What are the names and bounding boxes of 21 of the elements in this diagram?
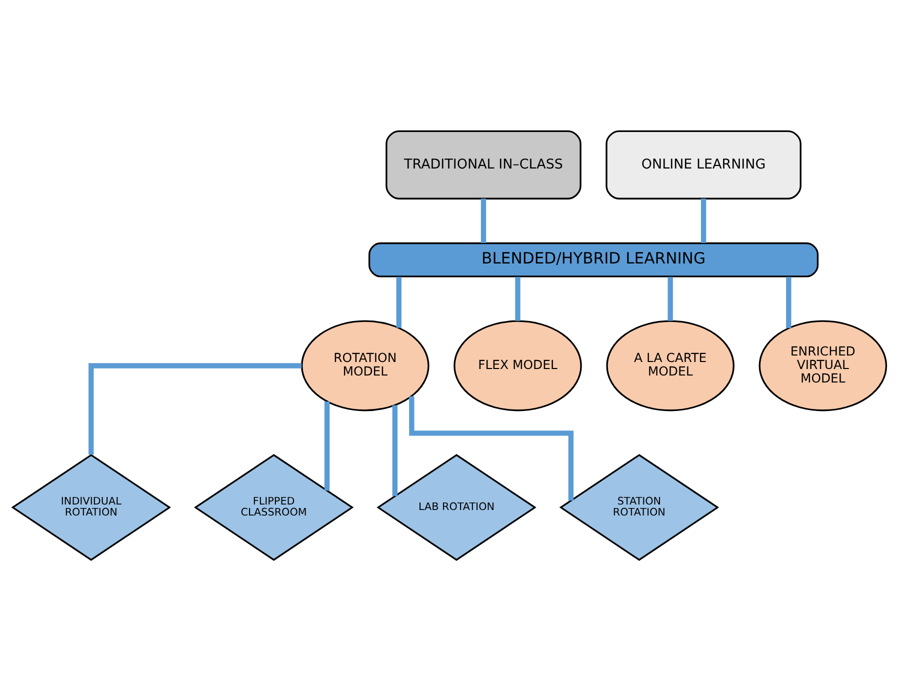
connector: [668, 276, 673, 320]
connector: [392, 404, 398, 496]
node-diamond: STATION ROTATION: [559, 454, 720, 560]
connector: [480, 198, 486, 242]
node-diamond: INDIVIDUAL ROTATION: [11, 454, 171, 560]
node-ellipse: A LA CARTE MODEL: [606, 320, 734, 411]
node-ellipse: ROTATION MODEL: [301, 320, 430, 411]
connector: [396, 276, 402, 328]
node-diamond: FLIPPED CLASSROOM: [194, 454, 354, 560]
node-ellipse: ENRICHED VIRTUAL MODEL: [758, 320, 888, 411]
node-box: BLENDED/HYBRID LEARNING: [368, 242, 819, 277]
connector: [786, 276, 792, 328]
connector: [324, 401, 330, 490]
connector: [88, 362, 302, 454]
connector: [409, 396, 574, 500]
connector: [515, 276, 520, 320]
node-box: TRADITIONAL IN–CLASS: [386, 130, 582, 199]
connector: [700, 198, 706, 242]
node-box: ONLINE LEARNING: [606, 130, 802, 199]
node-diamond: LAB ROTATION: [376, 454, 536, 560]
node-ellipse: FLEX MODEL: [454, 320, 582, 411]
